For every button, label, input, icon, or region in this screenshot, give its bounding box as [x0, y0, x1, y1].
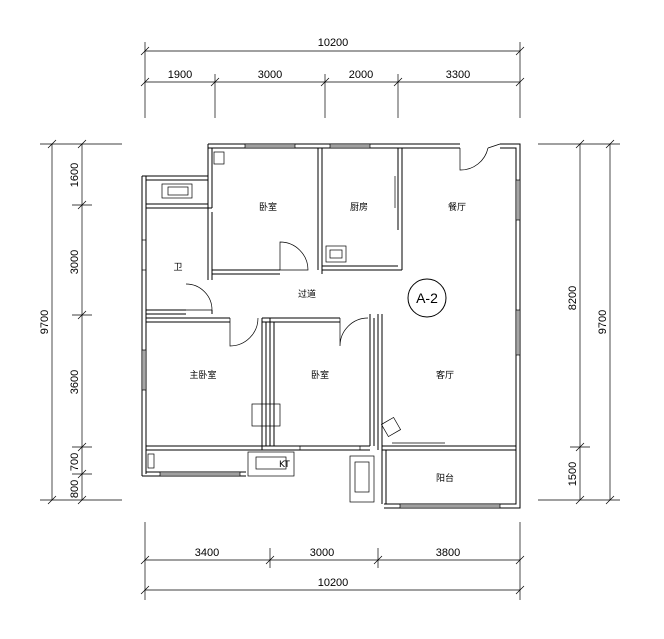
right-dim-2: 1500: [567, 462, 579, 486]
top-dim-1: 1900: [168, 69, 192, 81]
bottom-dim-1: 3400: [195, 547, 219, 559]
room-dining: 餐厅: [448, 201, 466, 213]
bottom-dimension-chain: 3400 3000 3800 10200: [140, 522, 525, 600]
room-bedroom-top: 卧室: [259, 201, 277, 213]
room-master-bedroom: 主卧室: [189, 369, 216, 381]
left-dim-4: 700: [69, 453, 81, 471]
pipe-left: [147, 453, 155, 469]
left-dim-2: 3000: [69, 250, 81, 274]
ac-unit-top: [161, 183, 193, 199]
top-total-dim: 10200: [318, 37, 349, 49]
bottom-dim-3: 3800: [436, 547, 460, 559]
sink: [325, 245, 347, 263]
room-kitchen: 厨房: [350, 201, 368, 213]
ac-unit-bottom: [247, 451, 295, 477]
room-labels: 卧室 厨房 餐厅 卫 过道 主卧室 卧室 客厅 阳台: [173, 201, 466, 484]
doors: [185, 143, 501, 347]
bottom-total-dim: 10200: [318, 577, 349, 589]
unit-tag-label: A-2: [416, 290, 438, 306]
dining-box: [380, 416, 402, 438]
left-dimension-chain: 9700 1600 3000 3600 700 800: [39, 139, 122, 505]
room-bath: 卫: [173, 263, 182, 273]
left-dim-1: 1600: [69, 163, 81, 187]
ac-unit-left-small: [213, 151, 225, 165]
left-total-dim: 9700: [39, 310, 51, 334]
top-dim-2: 3000: [258, 69, 282, 81]
right-dimension-chain: 8200 1500 9700: [538, 139, 620, 505]
top-dimension-chain: 10200 1900 3000 2000 3300: [140, 37, 525, 118]
right-dim-1: 8200: [567, 286, 579, 310]
top-dim-4: 3300: [446, 69, 470, 81]
left-dim-3: 3600: [69, 370, 81, 394]
kt-label: KT: [279, 460, 290, 470]
unit-tag: A-2: [407, 278, 447, 318]
top-dim-3: 2000: [349, 69, 373, 81]
room-living: 客厅: [436, 369, 454, 381]
right-total-dim: 9700: [597, 310, 609, 334]
fixtures: KT: [147, 151, 402, 503]
walls: [141, 143, 521, 509]
room-corridor: 过道: [298, 288, 316, 300]
room-bedroom-mid: 卧室: [311, 369, 329, 381]
windows: [141, 143, 521, 509]
left-dim-5: 800: [69, 480, 81, 498]
bottom-dim-2: 3000: [310, 547, 334, 559]
ac-unit-balcony: [349, 455, 375, 503]
room-balcony: 阳台: [436, 472, 454, 484]
